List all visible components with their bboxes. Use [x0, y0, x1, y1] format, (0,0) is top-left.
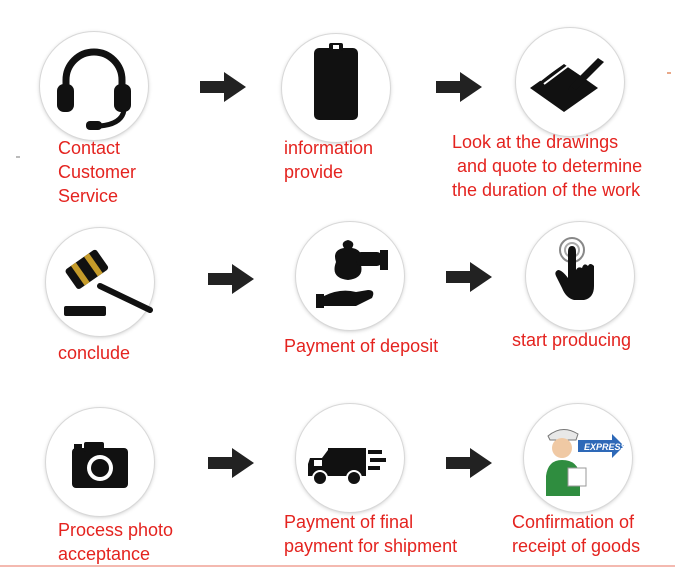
- arrow-right-icon: [446, 448, 492, 478]
- camera-icon: [72, 442, 128, 488]
- divider-line: [0, 565, 675, 567]
- drawings-icon: [530, 56, 604, 112]
- arrow-right-icon: [208, 448, 254, 478]
- step-2-circle: [282, 34, 390, 142]
- step-7-circle: [46, 408, 154, 516]
- step-3-label: Look at the drawings and quote to determ…: [452, 132, 643, 200]
- step-8-circle: [296, 404, 404, 512]
- step-4-label: conclude: [58, 343, 131, 363]
- headset-icon: [57, 48, 131, 130]
- step-7-label: Process photo acceptance: [58, 520, 174, 564]
- step-3-circle: [516, 28, 624, 136]
- gavel-icon: [64, 249, 153, 316]
- clipboard-icon: [314, 43, 358, 120]
- artifact-dot: [667, 72, 671, 74]
- artifact-dot: [16, 156, 20, 158]
- arrow-right-icon: [446, 262, 492, 292]
- step-6-circle: [526, 222, 634, 330]
- step-6-label: start producing: [512, 330, 632, 350]
- step-1-label: Contact Customer Service: [58, 138, 137, 206]
- step-5-label: Payment of deposit: [284, 336, 439, 356]
- arrow-right-icon: [200, 72, 246, 102]
- arrow-right-icon: [208, 264, 254, 294]
- hand-pointer-icon: [555, 237, 594, 300]
- step-5-circle: [296, 222, 404, 330]
- express-text: EXPRESS: [584, 442, 627, 452]
- step-1-circle: [40, 32, 148, 140]
- delivery-truck-icon: [308, 448, 386, 486]
- step-4-circle: [46, 228, 154, 336]
- arrow-right-icon: [436, 72, 482, 102]
- step-8-label: Payment of final payment for shipment: [284, 512, 458, 556]
- money-bag-hand-icon: [316, 240, 388, 308]
- step-9-label: Confirmation of receipt of goods: [512, 512, 641, 556]
- step-2-label: information provide: [284, 138, 374, 182]
- delivery-man-icon: EXPRESS: [546, 429, 627, 496]
- step-9-circle: EXPRESS: [524, 404, 632, 512]
